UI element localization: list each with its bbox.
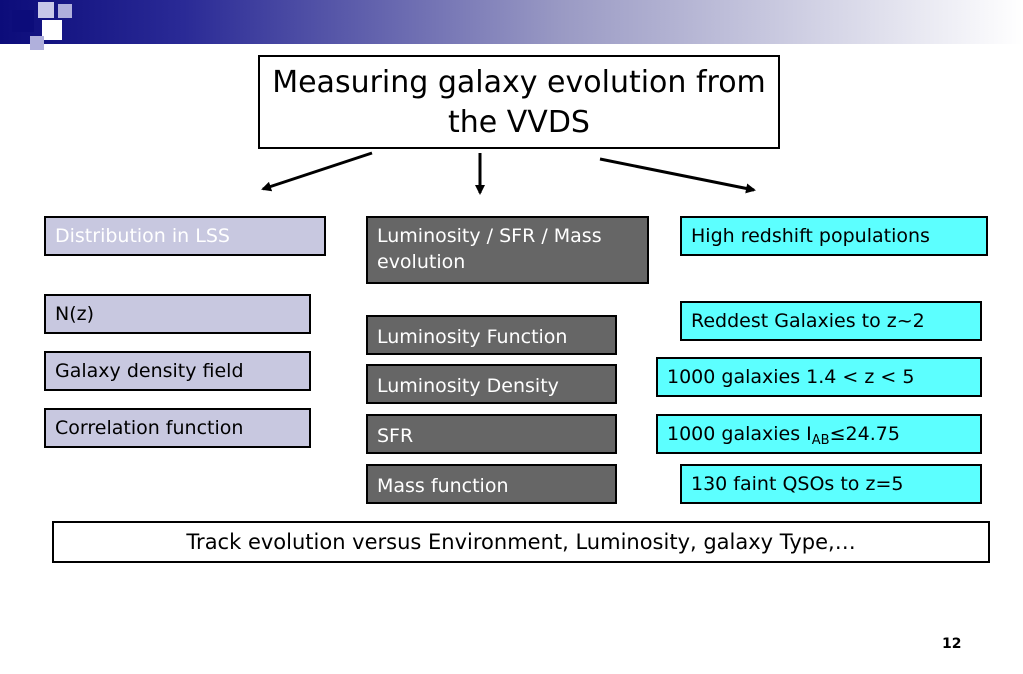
- decor-square-4: [58, 4, 72, 18]
- summary-box: Track evolution versus Environment, Lumi…: [52, 521, 990, 563]
- decor-square-2: [38, 2, 54, 18]
- right-header-box: High redshift populations: [680, 216, 988, 256]
- decor-square-5: [30, 36, 44, 50]
- left-header-label: Distribution in LSS: [55, 225, 230, 247]
- title-box: Measuring galaxy evolution from the VVDS: [258, 55, 780, 149]
- subscript-text: AB: [811, 433, 830, 448]
- left-item-box: N(z): [44, 294, 311, 334]
- header-gradient-band: [0, 0, 1023, 44]
- right-item-box: 1000 galaxies 1.4 < z < 5: [656, 357, 982, 397]
- right-item-box: Reddest Galaxies to z~2: [680, 301, 982, 341]
- middle-item-box: Luminosity Density: [366, 364, 617, 404]
- middle-item-box: SFR: [366, 414, 617, 454]
- arrow-right: [599, 157, 756, 194]
- page-number: 12: [942, 636, 962, 652]
- right-item-box: 130 faint QSOs to z=5: [680, 464, 982, 504]
- middle-item-box: Mass function: [366, 464, 617, 504]
- left-item-box: Correlation function: [44, 408, 311, 448]
- right-item-box: 1000 galaxies IAB≤24.75: [656, 414, 982, 454]
- decor-square-1: [12, 10, 34, 32]
- middle-item-box: Luminosity Function: [366, 315, 617, 355]
- left-item-box: Galaxy density field: [44, 351, 311, 391]
- right-item-text: 1000 galaxies I: [667, 423, 812, 445]
- middle-header-box: Luminosity / SFR / Mass evolution: [366, 216, 649, 284]
- left-header-box: Distribution in LSS: [44, 216, 326, 256]
- right-item-text: ≤24.75: [829, 423, 900, 445]
- decor-square-3: [42, 20, 62, 40]
- arrow-left: [261, 151, 373, 192]
